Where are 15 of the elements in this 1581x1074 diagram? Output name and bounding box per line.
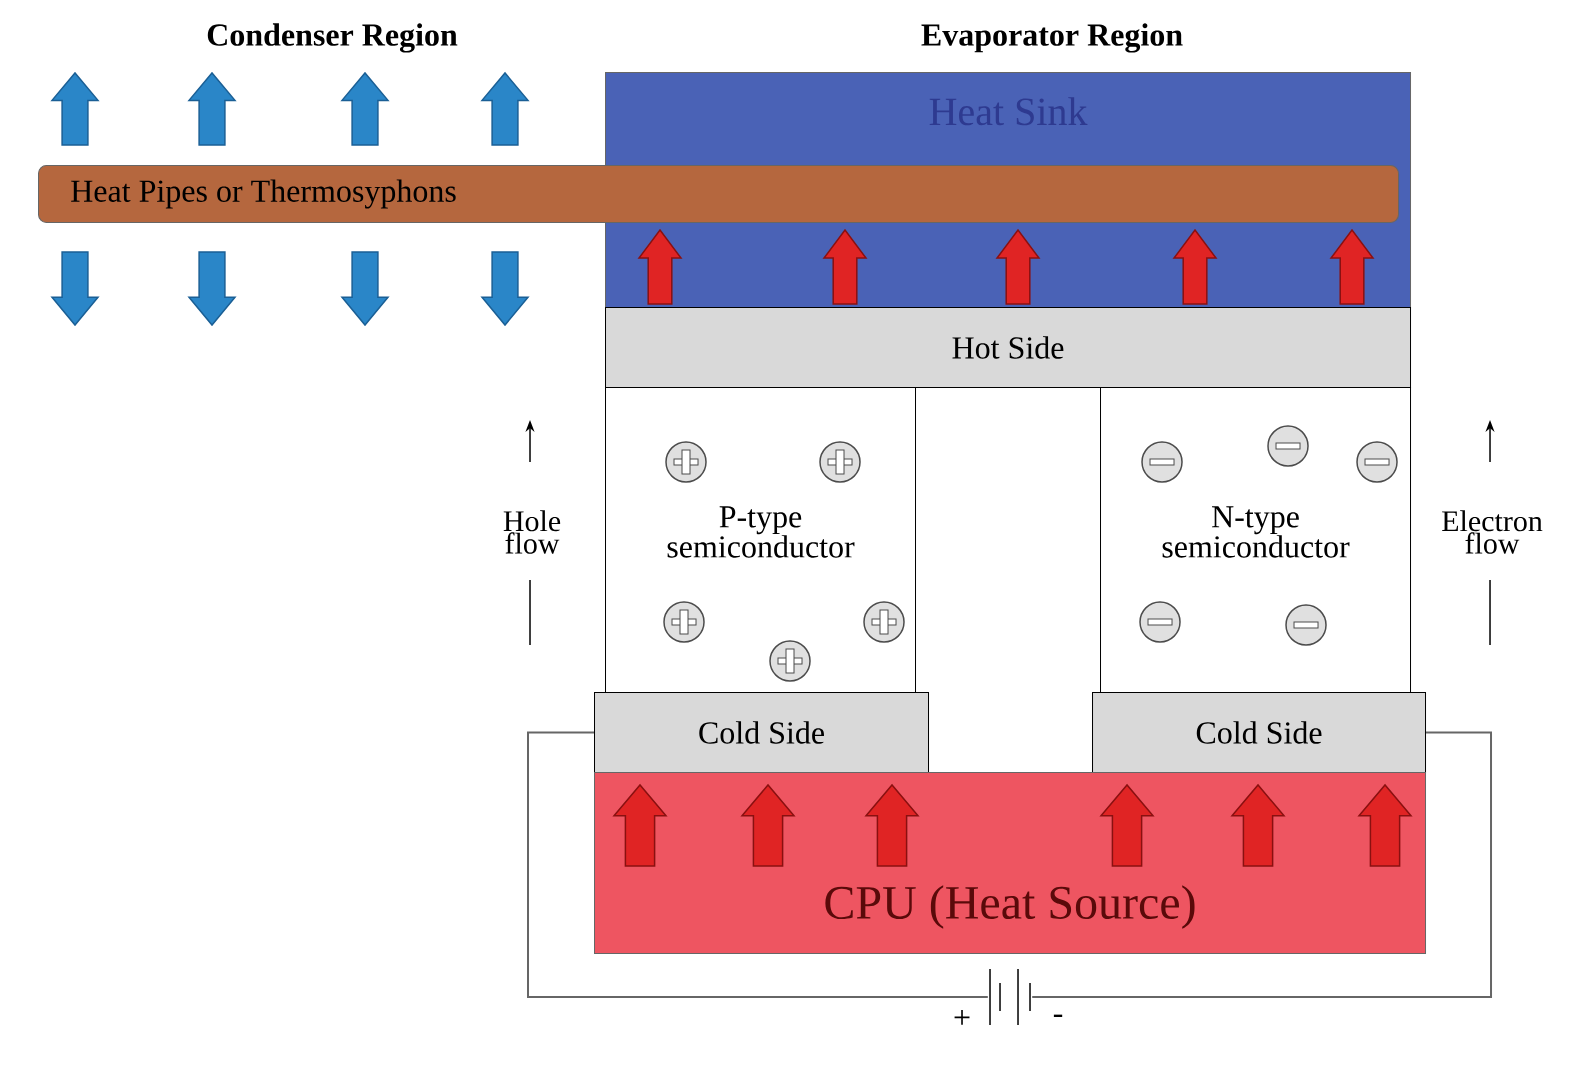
wire <box>527 731 989 998</box>
semiconductor-block: N-type semiconductor <box>1100 387 1411 693</box>
wire <box>1031 731 1492 998</box>
flow-label: Electron flow <box>1442 510 1543 554</box>
flow-label: Hole flow <box>503 510 561 554</box>
polarity-sign: - <box>1053 1014 1063 1018</box>
heat-pipe-bar: Heat Pipes or Thermosyphons <box>38 165 1399 223</box>
semiconductor-block: P-type semiconductor <box>605 387 916 693</box>
polarity-sign: + <box>954 1009 970 1025</box>
region-title: Condenser Region <box>207 23 458 53</box>
cold-side-plate: Cold Side <box>1092 692 1426 773</box>
battery-symbol <box>989 968 1031 1026</box>
cold-side-plate: Cold Side <box>594 692 929 773</box>
hot-side-plate: Hot Side <box>605 307 1411 388</box>
cpu-block: CPU (Heat Source) <box>594 772 1426 954</box>
